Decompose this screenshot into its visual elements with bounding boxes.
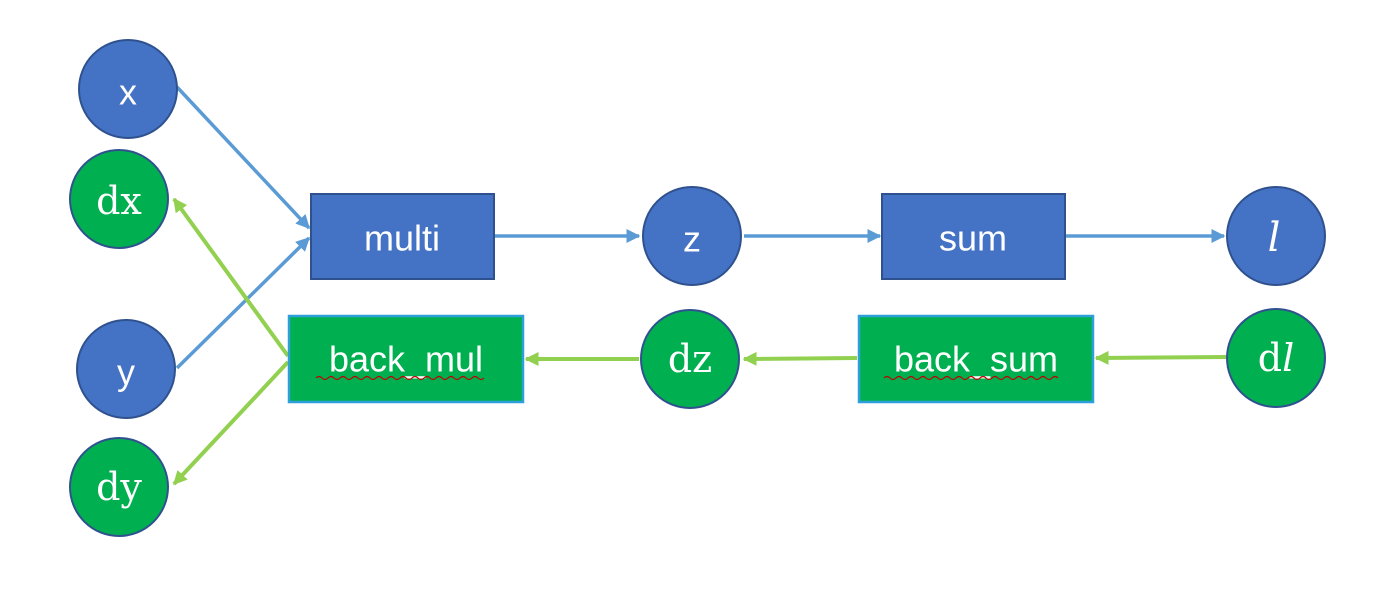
node-back-sum-label: back_sum — [894, 339, 1058, 380]
node-sum-label: sum — [939, 218, 1007, 259]
node-back-mul: back_mul — [287, 314, 525, 404]
edge-dl-to-back-sum — [1094, 350, 1227, 365]
node-dz: dz — [640, 309, 740, 409]
edges — [172, 85, 1227, 486]
node-back-mul-label: back_mul — [329, 339, 483, 380]
node-multi: multi — [310, 193, 495, 280]
edge-back-mul-to-dy — [172, 360, 290, 486]
spellcheck-underline — [883, 375, 1059, 381]
node-dx: dx — [69, 149, 169, 249]
node-z: z — [642, 186, 742, 286]
node-l: l — [1226, 186, 1326, 286]
node-dl-label: dl — [1258, 336, 1294, 380]
node-dl-label-var: l — [1282, 336, 1294, 380]
edge-back-sum-to-dz — [742, 351, 858, 366]
node-dl: dl — [1226, 308, 1326, 408]
node-sum: sum — [881, 193, 1066, 280]
node-y-label: y — [117, 352, 135, 393]
spellcheck-underline — [315, 375, 485, 381]
node-dx-label: dx — [96, 179, 142, 223]
node-dy-label: dy — [96, 465, 142, 509]
node-dz-label: dz — [668, 337, 712, 381]
node-dl-label-prefix: d — [1258, 336, 1282, 380]
node-multi-label: multi — [364, 218, 440, 259]
node-x: x — [78, 39, 178, 139]
node-back-sum: back_sum — [857, 314, 1095, 404]
node-y: y — [76, 319, 176, 419]
edge-y-to-multi — [175, 236, 311, 370]
node-z-label: z — [683, 219, 701, 260]
edge-x-to-multi — [175, 85, 311, 230]
node-dy: dy — [69, 437, 169, 537]
node-l-label: l — [1268, 215, 1281, 261]
edge-back-mul-to-dx — [172, 197, 290, 358]
node-x-label: x — [119, 72, 137, 113]
